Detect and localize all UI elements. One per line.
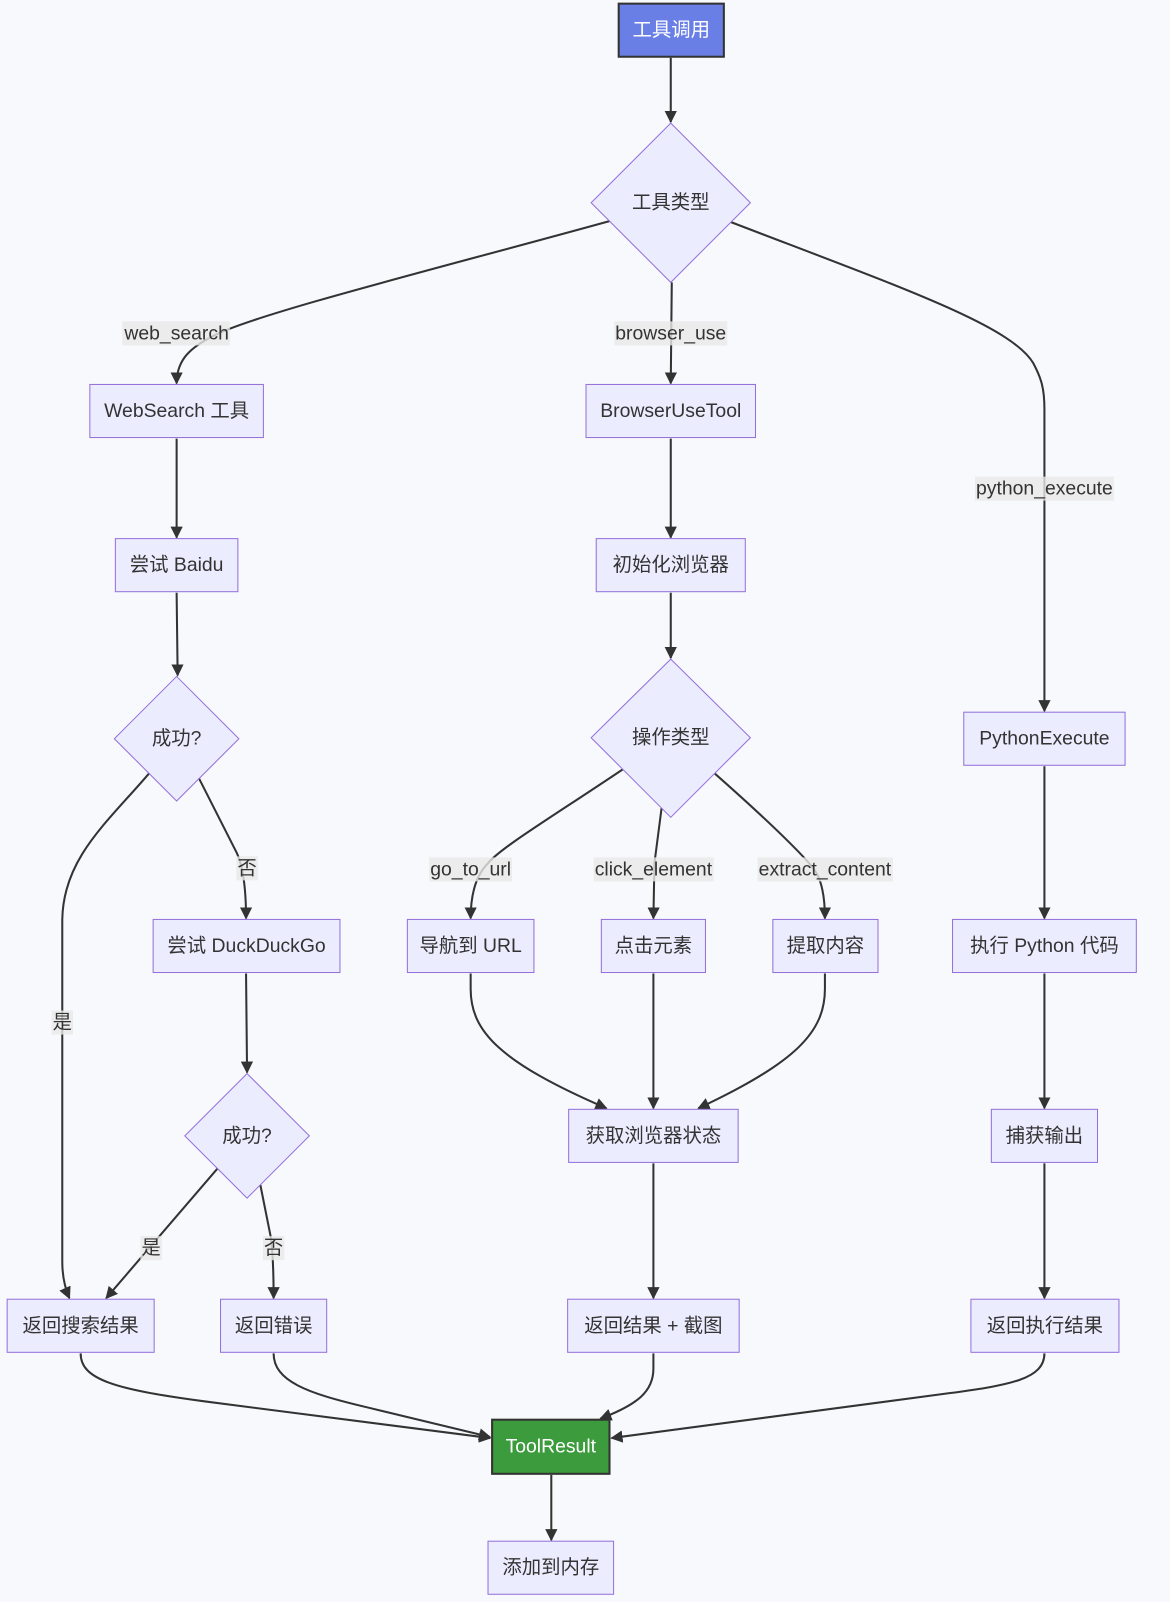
node-label: 返回结果 + 截图 <box>584 1315 722 1337</box>
node-return-search-results: 返回搜索结果 <box>6 1298 155 1353</box>
edge-label-yes-2: 是 <box>140 1236 162 1261</box>
edge-op-type-to-goto-url <box>464 768 624 920</box>
edge-label-no-1: 否 <box>236 856 258 881</box>
edge-label-text: 否 <box>237 857 256 879</box>
edge-label-extract-content: extract_content <box>757 857 893 882</box>
edge-label-python-execute: python_execute <box>974 476 1114 501</box>
node-label: 捕获输出 <box>1006 1125 1084 1147</box>
edge-label-text: 否 <box>264 1237 283 1259</box>
node-label: 成功? <box>222 1125 272 1147</box>
node-label: 执行 Python 代码 <box>970 935 1119 957</box>
edge-labels: web_search browser_use python_execute 否 … <box>51 321 1114 1261</box>
node-label: 提取内容 <box>787 935 865 957</box>
edges <box>59 57 1051 1542</box>
node-label: 尝试 DuckDuckGo <box>167 935 325 957</box>
edge-return-screenshot-to-tool-result <box>599 1353 655 1421</box>
edge-success1-to-return-search <box>59 772 150 1300</box>
node-label: 导航到 URL <box>420 935 522 957</box>
edge-extract-to-get-state <box>697 973 826 1110</box>
edge-label-text: go_to_url <box>430 858 511 880</box>
edge-success2-to-return-search <box>105 1167 219 1300</box>
node-return-exec-result: 返回执行结果 <box>970 1298 1120 1353</box>
edge-label-text: python_execute <box>976 478 1113 500</box>
node-label: 成功? <box>152 728 202 750</box>
node-browser-use-tool: BrowserUseTool <box>585 383 757 439</box>
node-label: PythonExecute <box>979 728 1109 750</box>
node-label: 添加到内存 <box>502 1557 599 1579</box>
edge-return-error-to-tool-result <box>272 1353 492 1441</box>
edge-tool-type-to-websearch <box>170 220 610 385</box>
node-label: 点击元素 <box>615 935 693 957</box>
node-add-to-memory: 添加到内存 <box>487 1540 615 1595</box>
edge-label-no-2: 否 <box>262 1236 285 1261</box>
edge-try-ddg-to-success2 <box>240 973 254 1074</box>
node-label: 工具调用 <box>633 19 711 41</box>
node-tool-type-decision: 工具类型 <box>590 122 752 284</box>
node-try-baidu: 尝试 Baidu <box>114 538 239 593</box>
node-label: 返回执行结果 <box>987 1315 1103 1337</box>
edge-label-text: web_search <box>123 322 228 344</box>
node-extract-content: 提取内容 <box>772 918 879 974</box>
edge-success1-to-try-ddg <box>198 778 253 920</box>
node-websearch-tool: WebSearch 工具 <box>89 383 264 439</box>
node-success-decision-2: 成功? <box>184 1072 311 1199</box>
edge-label-yes-1: 是 <box>51 1010 73 1035</box>
edge-goto-url-to-get-state <box>469 973 608 1110</box>
edge-label-go-to-url: go_to_url <box>429 857 513 882</box>
edge-try-baidu-to-success1 <box>171 592 184 677</box>
node-label: WebSearch 工具 <box>104 400 249 422</box>
node-start: 工具调用 <box>617 2 725 58</box>
node-return-error: 返回错误 <box>220 1298 328 1353</box>
node-tool-result: ToolResult <box>491 1418 611 1475</box>
node-label: 尝试 Baidu <box>130 554 224 576</box>
node-label: 工具类型 <box>632 192 710 214</box>
node-op-type-decision: 操作类型 <box>590 658 752 819</box>
node-click-element: 点击元素 <box>600 918 706 974</box>
node-goto-url: 导航到 URL <box>406 918 535 974</box>
nodes: 工具调用 工具类型 WebSearch 工具 BrowserUseTool 尝试… <box>6 2 1137 1595</box>
edge-label-text: 是 <box>141 1237 160 1259</box>
edge-return-search-to-tool-result <box>79 1353 492 1443</box>
edge-label-browser-use: browser_use <box>614 321 728 346</box>
edge-label-text: 是 <box>53 1012 72 1034</box>
node-try-duckduckgo: 尝试 DuckDuckGo <box>152 918 341 974</box>
edge-label-click-element: click_element <box>593 857 714 882</box>
node-get-browser-state: 获取浏览器状态 <box>568 1108 739 1163</box>
edge-label-text: click_element <box>595 858 713 880</box>
node-label: 操作类型 <box>632 727 710 749</box>
edge-return-exec-to-tool-result <box>610 1353 1046 1443</box>
edge-op-type-to-extract <box>713 772 832 920</box>
node-label: 初始化浏览器 <box>613 554 729 576</box>
node-label: 返回搜索结果 <box>23 1315 139 1337</box>
node-label: ToolResult <box>506 1436 597 1458</box>
node-capture-output: 捕获输出 <box>990 1108 1099 1163</box>
edge-tool-type-to-python-execute <box>730 221 1051 713</box>
edge-label-text: extract_content <box>759 858 892 880</box>
node-init-browser: 初始化浏览器 <box>595 538 746 593</box>
node-exec-python-code: 执行 Python 代码 <box>952 918 1137 974</box>
node-label: 获取浏览器状态 <box>586 1125 722 1147</box>
node-python-execute: PythonExecute <box>963 711 1126 766</box>
node-label: 返回错误 <box>235 1315 313 1337</box>
edge-label-text: browser_use <box>615 322 726 344</box>
edge-label-web-search: web_search <box>122 321 230 346</box>
node-return-result-screenshot: 返回结果 + 截图 <box>567 1298 740 1353</box>
node-label: BrowserUseTool <box>600 400 741 422</box>
node-success-decision-1: 成功? <box>113 675 240 802</box>
